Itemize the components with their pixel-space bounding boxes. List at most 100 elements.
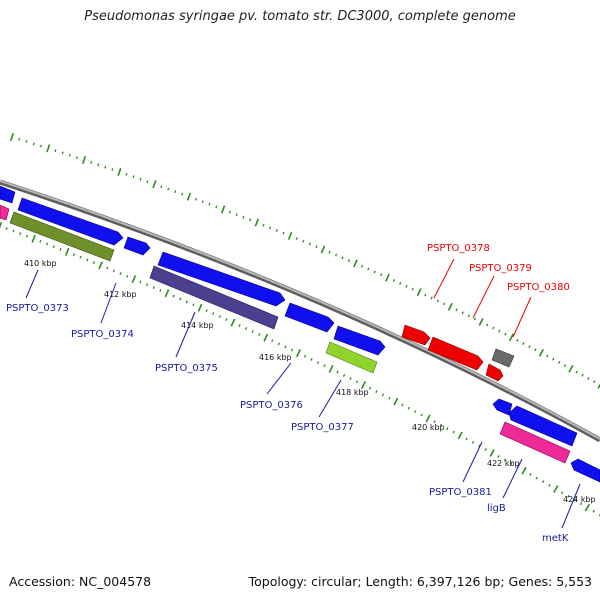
minor-tick <box>132 175 135 179</box>
gene-feature[interactable] <box>485 363 504 382</box>
minor-tick <box>328 250 331 254</box>
inner-tick-ring <box>0 221 600 517</box>
gene-feature[interactable] <box>325 341 378 374</box>
minor-tick <box>510 462 513 466</box>
minor-tick <box>461 311 464 315</box>
gene-feature[interactable] <box>492 398 513 416</box>
minor-tick <box>212 312 215 316</box>
major-tick <box>425 414 431 423</box>
minor-tick <box>269 226 272 230</box>
minor-tick <box>399 281 402 285</box>
minor-tick <box>194 197 197 201</box>
gene-feature[interactable] <box>0 204 10 221</box>
minor-tick <box>179 297 182 301</box>
minor-tick <box>315 245 318 249</box>
minor-tick <box>172 294 175 298</box>
gene-feature[interactable] <box>0 185 16 204</box>
minor-tick <box>25 234 28 238</box>
scale-label: 412 kbp <box>104 290 137 299</box>
gene-label[interactable]: PSPTO_0381 <box>429 487 492 498</box>
minor-tick <box>439 423 443 427</box>
gene-feature[interactable] <box>499 421 571 464</box>
minor-tick <box>45 242 49 246</box>
minor-tick <box>433 420 436 424</box>
gene-label[interactable]: PSPTO_0376 <box>240 400 303 411</box>
minor-tick <box>79 255 82 259</box>
major-tick <box>478 318 484 326</box>
gene-feature[interactable] <box>570 458 600 483</box>
gene-label[interactable]: PSPTO_0375 <box>155 363 218 374</box>
gene-feature[interactable] <box>284 302 335 333</box>
minor-tick <box>92 261 95 265</box>
minor-tick <box>271 339 274 343</box>
major-tick <box>296 349 301 358</box>
minor-tick <box>486 323 489 327</box>
minor-tick <box>336 370 339 374</box>
minor-tick <box>407 406 410 410</box>
minor-tick <box>552 357 555 361</box>
gene-feature[interactable] <box>508 405 578 447</box>
minor-tick <box>75 156 78 160</box>
gene-feature[interactable] <box>9 211 115 262</box>
minor-tick <box>455 308 458 312</box>
minor-tick <box>52 245 55 249</box>
minor-tick <box>192 303 195 307</box>
gene-label[interactable]: PSPTO_0380 <box>507 282 570 293</box>
gene-feature[interactable] <box>333 325 386 356</box>
minor-tick <box>401 403 404 407</box>
minor-tick <box>310 357 313 361</box>
gene-feature[interactable] <box>123 236 151 256</box>
gene-label[interactable]: PSPTO_0373 <box>6 303 69 314</box>
minor-tick <box>528 345 531 349</box>
minor-tick <box>587 377 590 380</box>
genome-backbone-highlight <box>0 180 600 440</box>
minor-tick <box>235 213 238 217</box>
gene-feature[interactable] <box>157 251 286 307</box>
gene-label[interactable]: PSPTO_0378 <box>427 243 490 254</box>
minor-tick <box>40 144 43 148</box>
minor-tick <box>282 231 285 235</box>
scale-label: 420 kbp <box>412 423 445 432</box>
minor-tick <box>535 476 538 480</box>
gene-feature[interactable] <box>401 324 431 346</box>
minor-tick <box>18 137 21 141</box>
minor-tick <box>567 494 570 498</box>
minor-tick <box>367 267 370 271</box>
minor-tick <box>414 410 417 414</box>
gene-label[interactable]: ligB <box>487 503 506 514</box>
minor-tick <box>492 326 495 330</box>
forward-strand-genes <box>0 185 386 356</box>
minor-tick <box>112 269 115 273</box>
minor-tick <box>563 364 567 368</box>
gene-feature[interactable] <box>491 348 515 368</box>
minor-tick <box>581 373 584 377</box>
major-tick <box>31 234 36 243</box>
minor-tick <box>277 342 281 346</box>
minor-tick <box>347 259 351 263</box>
callout-line <box>462 441 483 483</box>
reverse-strand-genes <box>0 204 600 483</box>
gene-label[interactable]: PSPTO_0374 <box>71 329 134 340</box>
major-tick <box>152 180 157 189</box>
outer-tick-ring <box>10 132 600 389</box>
gene-label[interactable]: PSPTO_0379 <box>469 263 532 274</box>
minor-tick <box>360 264 364 268</box>
minor-tick <box>185 300 188 304</box>
minor-tick <box>529 472 532 476</box>
gene-feature[interactable] <box>427 336 484 371</box>
minor-tick <box>159 288 162 292</box>
major-tick <box>263 333 269 342</box>
gene-label[interactable]: metK <box>542 533 569 544</box>
gene-label[interactable]: PSPTO_0377 <box>291 422 354 433</box>
minor-tick <box>308 242 311 246</box>
minor-tick <box>497 455 500 459</box>
major-tick <box>521 466 527 475</box>
major-tick <box>254 218 260 227</box>
minor-tick <box>249 218 252 222</box>
gene-feature[interactable] <box>149 265 279 330</box>
major-tick <box>553 485 559 493</box>
major-tick <box>98 261 103 270</box>
gene-feature[interactable] <box>17 197 124 246</box>
callout-line <box>100 282 117 324</box>
